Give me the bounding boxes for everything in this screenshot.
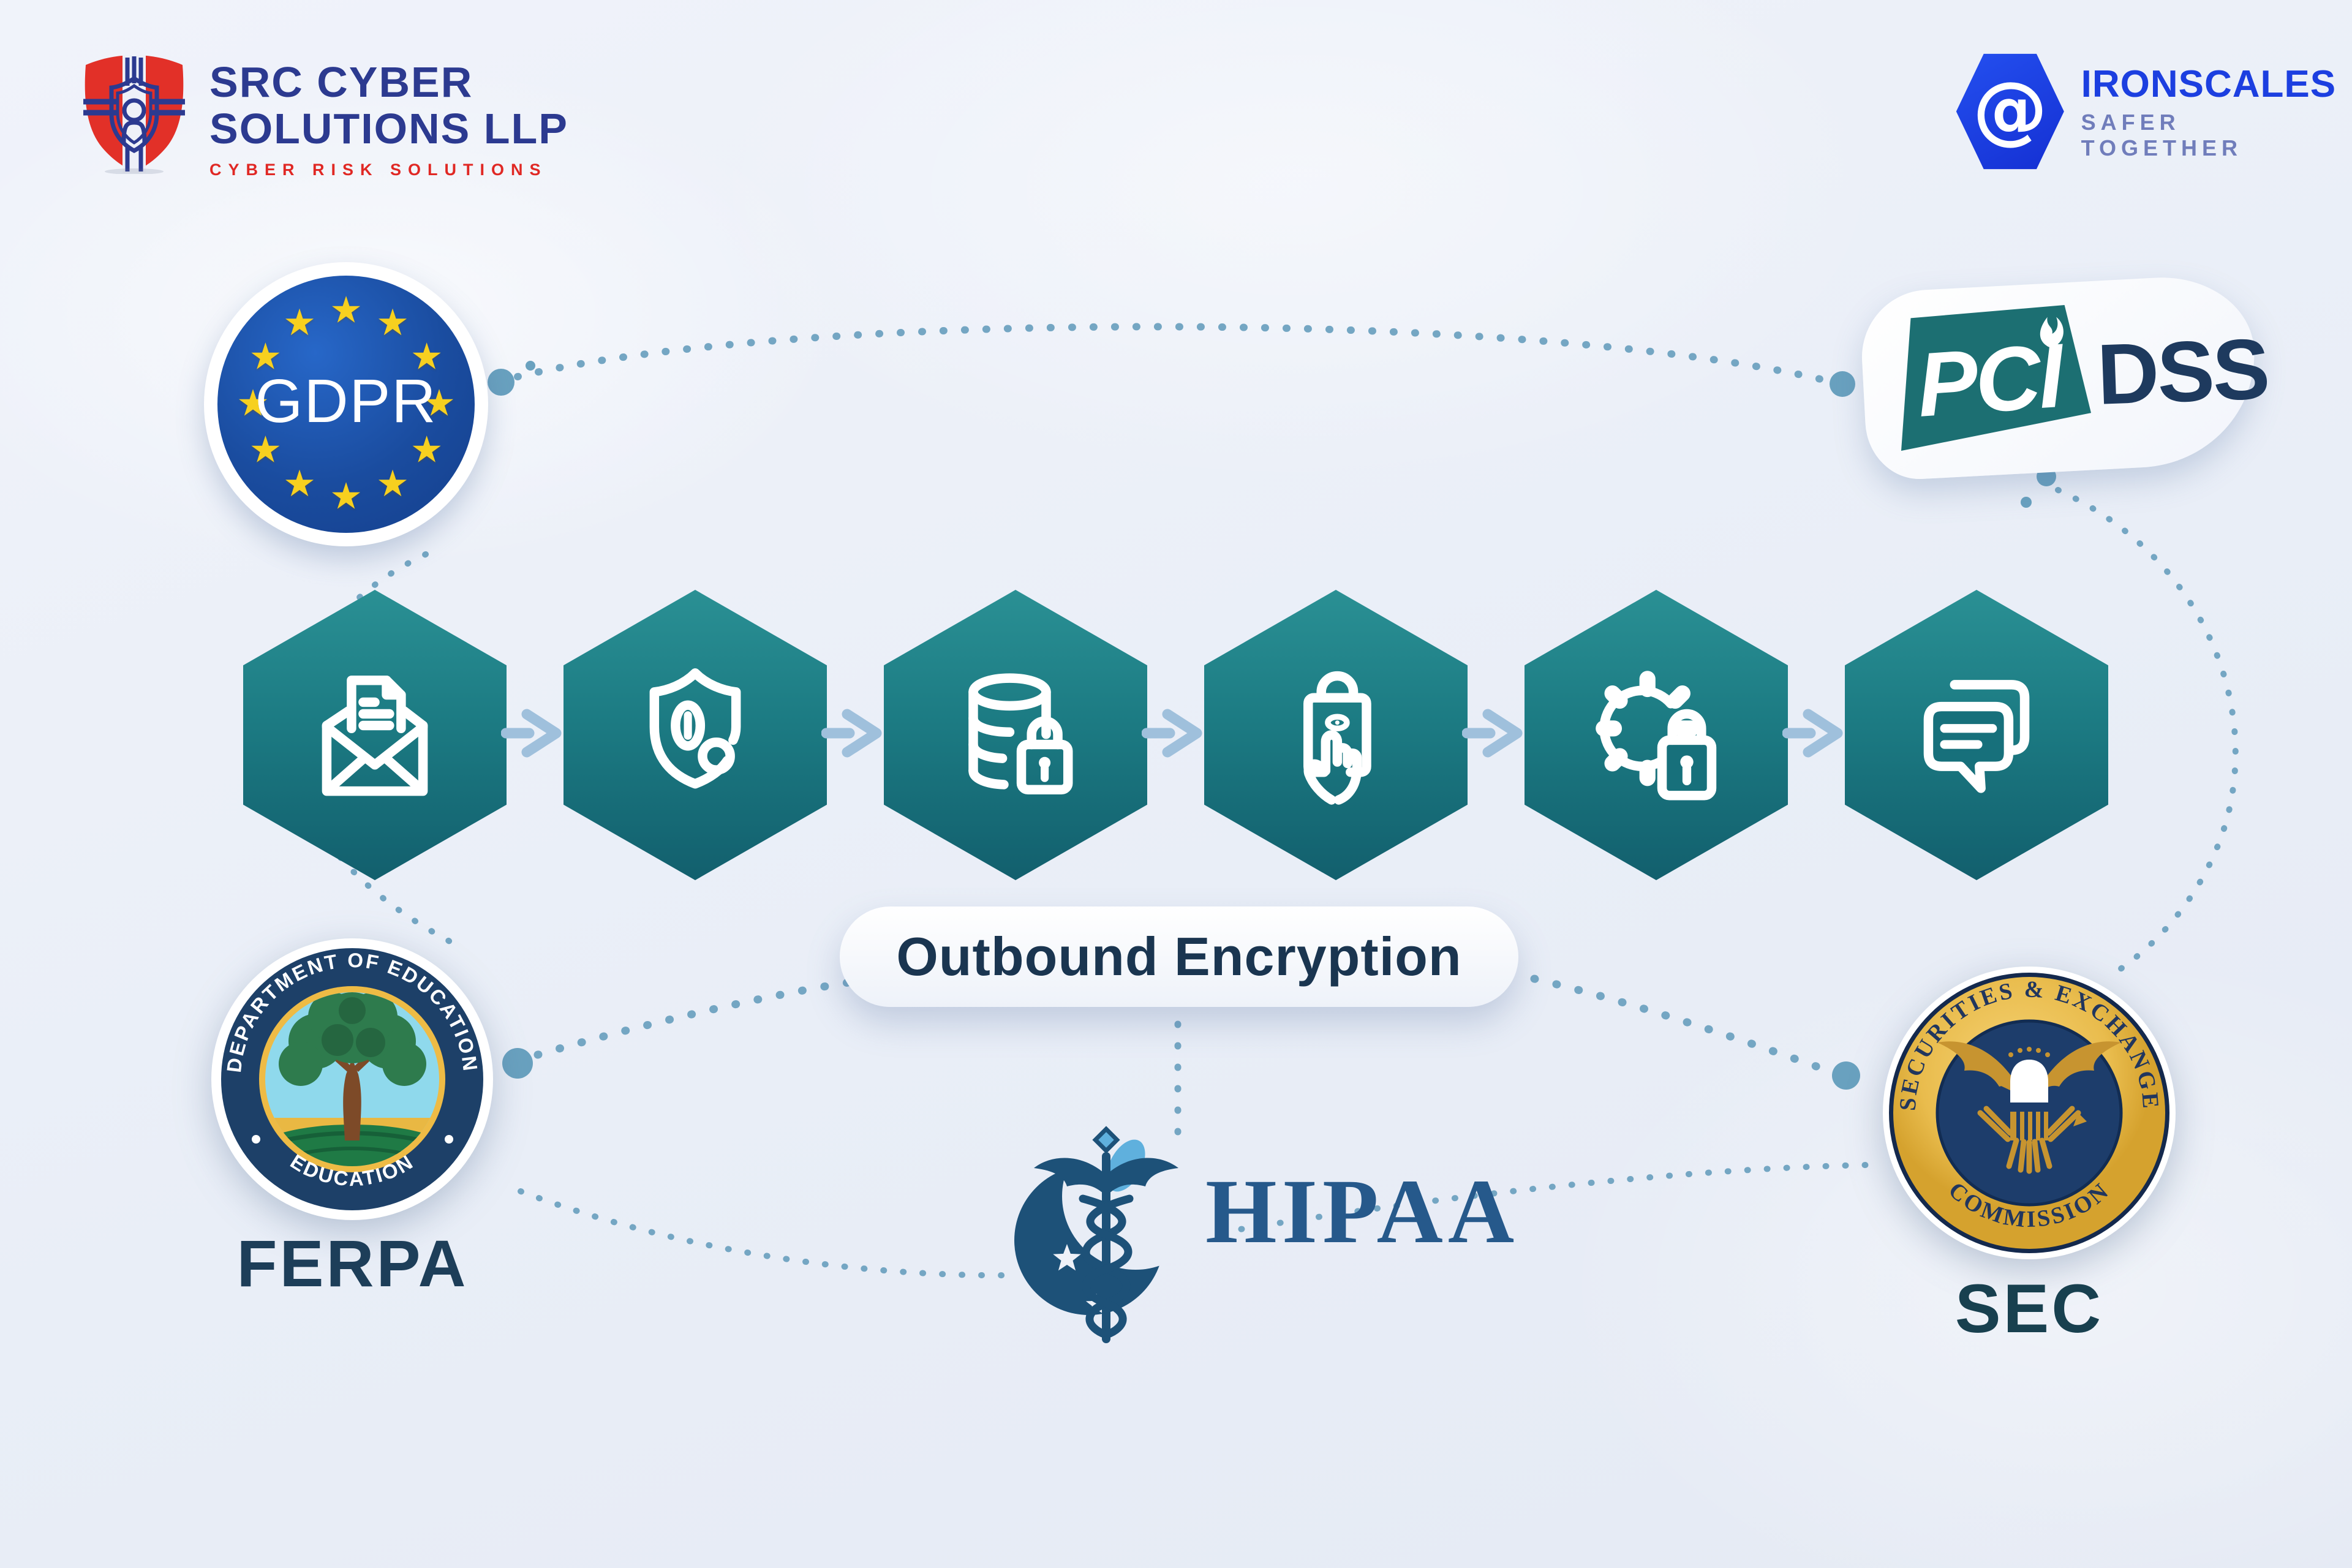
flow-arrow-3 (1141, 706, 1209, 764)
hipaa-caduceus-icon (1014, 1126, 1178, 1343)
ferpa-education-seal: DEPARTMENT OF EDUCATION EDUCATION (211, 938, 493, 1220)
outbound-encryption-pill: Outbound Encryption (840, 907, 1518, 1007)
arc-gdpr-to-pci (514, 323, 1832, 385)
line-ferpa-to-pill (533, 978, 857, 1059)
ironscales-name: IRONSCALES (2081, 62, 2337, 105)
gdpr-badge: GDPR (204, 262, 488, 546)
ironscales-hexagon-icon: @ (1956, 53, 2064, 170)
flow-arrow-4 (1461, 706, 1529, 764)
arrow-right-icon (821, 709, 882, 758)
arrow-right-icon (1782, 709, 1843, 758)
src-logo-line2: SOLUTIONS LLP (209, 105, 568, 153)
src-logo-tagline: CYBER RISK SOLUTIONS (209, 160, 548, 179)
arrow-right-icon (500, 709, 562, 758)
line-ferpa-to-hipaa (518, 1188, 1017, 1279)
pci-dss-logo: PCI DSS (1858, 273, 2270, 482)
flow-arrow-1 (500, 706, 568, 764)
flow-arrow-2 (821, 706, 889, 764)
hipaa-label: HIPAA (1205, 1161, 1520, 1262)
shield-alert-icon (649, 668, 741, 789)
arc-pci-to-sec (2055, 487, 2239, 977)
arrow-right-icon (1141, 709, 1202, 758)
gear-lock-icon (1596, 671, 1717, 801)
arrow-right-icon (1461, 709, 1523, 758)
line-hipaa-to-sec (1219, 1162, 1870, 1235)
src-cyber-solutions-logo: SRC CYBER SOLUTIONS LLP CYBER RISK SOLUT… (80, 54, 568, 179)
sec-label: SEC (1954, 1270, 2104, 1347)
sec-eagle-seal: SECURITIES & EXCHANGE COMMISSION (1883, 967, 2176, 1259)
flow-arrow-5 (1782, 706, 1850, 764)
ironscales-logo: @ IRONSCALES SAFER TOGETHER (1955, 51, 2352, 172)
secure-chat-icon (1923, 680, 2030, 793)
ironscales-tagline: SAFER TOGETHER (2081, 109, 2242, 160)
touch-authentication-icon (1303, 671, 1371, 805)
dss-label: DSS (2095, 320, 2270, 423)
gdpr-eu-circle: GDPR (217, 276, 475, 533)
line-pill-to-sec (1530, 974, 1833, 1075)
src-logo-line1: SRC CYBER (209, 58, 473, 106)
at-swirl-icon: @ (1972, 66, 2048, 153)
src-shield-icon (83, 55, 185, 174)
email-document-icon (322, 675, 428, 796)
ferpa-label: FERPA (236, 1226, 469, 1300)
pci-flame-icon (2040, 317, 2064, 348)
database-lock-icon (968, 673, 1073, 795)
outbound-encryption-label: Outbound Encryption (896, 926, 1462, 987)
gdpr-label: GDPR (255, 366, 437, 435)
